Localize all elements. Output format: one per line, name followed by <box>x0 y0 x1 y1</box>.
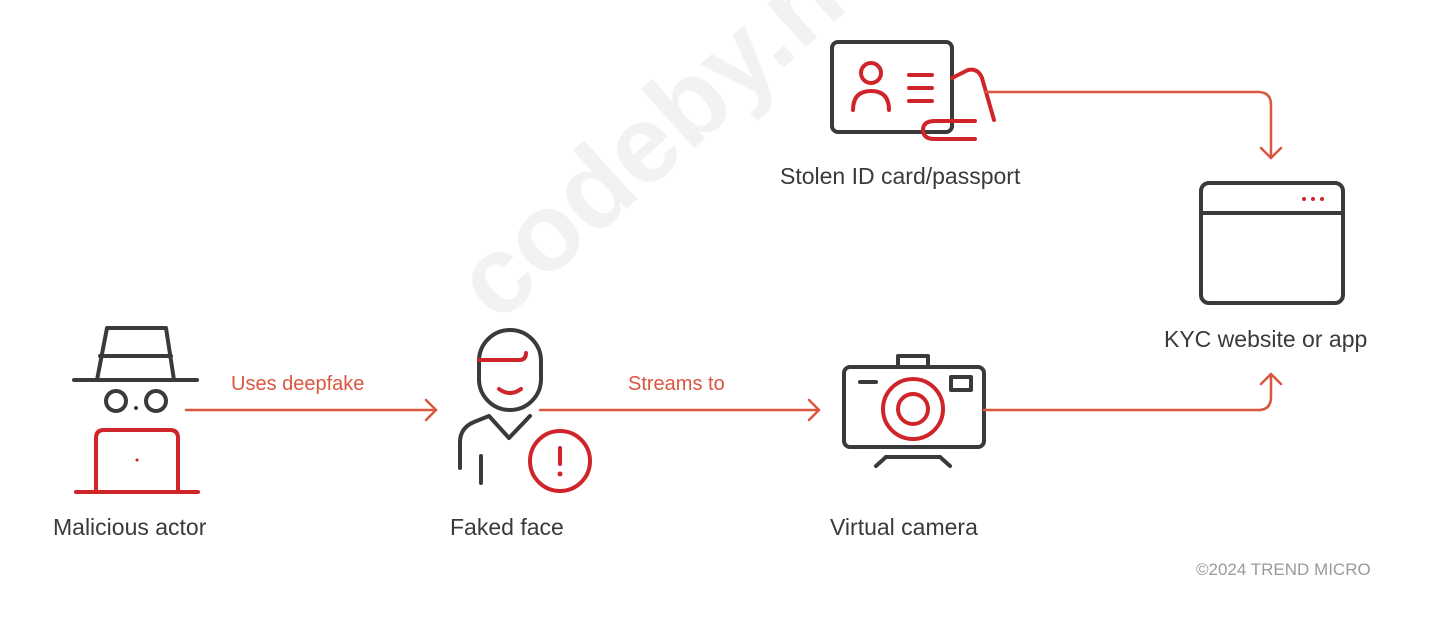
hand <box>921 67 996 141</box>
faked-face-person-icon <box>458 328 592 493</box>
shoulders <box>458 414 532 470</box>
label-stolen-id: Stolen ID card/passport <box>780 163 1021 189</box>
edge-label-streams-to: Streams to <box>628 373 725 395</box>
alert-dot <box>557 471 563 477</box>
browser-dot-2 <box>1311 197 1315 201</box>
laptop-screen <box>94 428 180 494</box>
browser-window-icon <box>1199 181 1345 305</box>
camera-stand-right <box>938 455 952 468</box>
copyright: ©2024 TREND MICRO <box>1196 560 1371 579</box>
id-card-icon <box>830 40 996 141</box>
browser-dot-3 <box>1320 197 1324 201</box>
camera-lens-inner <box>896 392 930 426</box>
glasses-bridge <box>134 406 138 410</box>
id-photo-head <box>859 61 883 85</box>
hair-line <box>477 351 528 362</box>
id-photo-body <box>851 89 891 112</box>
camera-body <box>842 365 986 449</box>
spy-hacker-icon <box>72 326 200 494</box>
camera-top-bump <box>896 354 930 369</box>
camera-icon <box>842 354 986 468</box>
glasses-right <box>144 389 168 413</box>
glasses-left <box>104 389 128 413</box>
smile <box>497 387 523 395</box>
camera-stand-left <box>874 455 888 468</box>
alert-circle <box>528 429 592 493</box>
label-kyc: KYC website or app <box>1164 326 1368 352</box>
browser-outline <box>1199 181 1345 305</box>
label-virtual-camera: Virtual camera <box>830 514 978 540</box>
label-faked-face: Faked face <box>450 514 564 540</box>
arrow-actor-to-face <box>184 398 438 422</box>
arrow-camera-to-kyc <box>982 372 1283 412</box>
id-card-outline <box>830 40 954 134</box>
camera-flash <box>949 375 973 392</box>
camera-lens-outer <box>881 377 945 441</box>
head <box>477 328 543 412</box>
edge-label-uses-deepfake: Uses deepfake <box>231 373 365 395</box>
label-malicious-actor: Malicious actor <box>53 514 207 540</box>
arrow-face-to-camera <box>538 398 821 422</box>
arrow-id-to-kyc <box>983 90 1283 160</box>
laptop-camera-dot <box>135 458 139 462</box>
browser-dot-1 <box>1302 197 1306 201</box>
